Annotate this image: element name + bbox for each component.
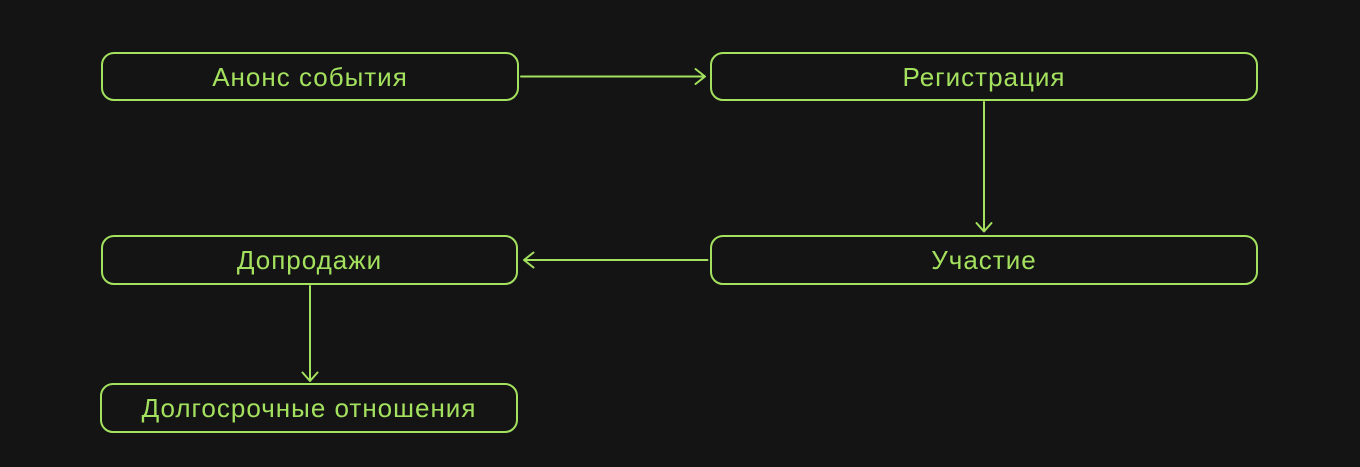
node-participation[interactable]: Участие — [710, 235, 1258, 285]
node-registration-label: Регистрация — [902, 61, 1066, 92]
node-registration[interactable]: Регистрация — [710, 52, 1258, 101]
node-longterm[interactable]: Долгосрочные отношения — [100, 383, 518, 433]
node-announce[interactable]: Анонс события — [101, 52, 519, 101]
arrow-upsell-to-longterm — [301, 285, 319, 382]
node-announce-label: Анонс события — [212, 61, 408, 92]
arrow-participation-to-upsell — [523, 251, 709, 269]
node-upsell-label: Допродажи — [236, 245, 383, 275]
arrow-registration-to-participation — [975, 101, 993, 233]
arrow-announce-to-registration — [520, 68, 706, 85]
node-participation-label: Участие — [931, 245, 1037, 275]
node-longterm-label: Долгосрочные отношения — [141, 393, 477, 423]
node-upsell[interactable]: Допродажи — [101, 235, 518, 285]
